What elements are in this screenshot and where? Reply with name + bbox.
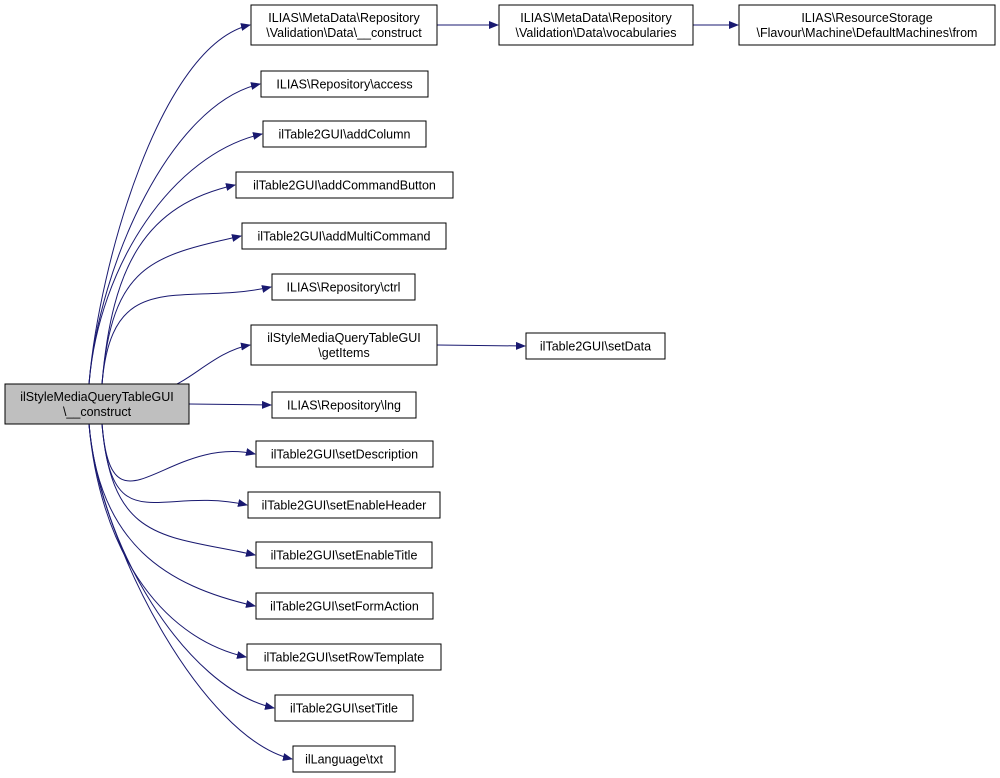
edge-root-to-get_items — [176, 342, 251, 385]
node-repo_lng[interactable]: ILIAS\Repository\lng — [271, 391, 417, 419]
node-box — [250, 324, 438, 366]
node-label-line: ilTable2GUI\setTitle — [290, 702, 398, 716]
node-box — [260, 70, 429, 98]
edge-root-to-set_desc — [101, 423, 256, 482]
node-add_cmd_btn[interactable]: ilTable2GUI\addCommandButton — [235, 171, 454, 199]
node-set_form_action[interactable]: ilTable2GUI\setFormAction — [255, 592, 434, 620]
node-box — [498, 4, 694, 46]
node-box — [271, 391, 417, 419]
edge-root-to-repo_lng — [188, 400, 272, 409]
edge-root-to-add_multi_cmd — [101, 234, 242, 385]
edge-root-to-add_column — [88, 132, 263, 385]
node-label-line: ilTable2GUI\setRowTemplate — [264, 651, 425, 665]
edge-root-to-repo_ctrl — [101, 285, 272, 385]
node-label-line: ilTable2GUI\setDescription — [271, 448, 418, 462]
node-label-line: \getItems — [318, 346, 369, 360]
node-label-line: ILIAS\MetaData\Repository — [520, 11, 672, 25]
node-label-line: \__construct — [63, 405, 132, 419]
edge-root-to-add_cmd_btn — [101, 183, 236, 385]
node-label-line: ilTable2GUI\setEnableTitle — [271, 549, 418, 563]
node-box — [738, 4, 996, 46]
node-label-line: ilTable2GUI\addColumn — [278, 128, 410, 142]
node-set_desc[interactable]: ilTable2GUI\setDescription — [255, 440, 434, 468]
node-set_enable_header[interactable]: ilTable2GUI\setEnableHeader — [247, 491, 441, 519]
node-label-line: \Flavour\Machine\DefaultMachines\from — [757, 26, 978, 40]
node-box — [271, 273, 416, 301]
edge-get_items-to-set_data — [436, 341, 526, 350]
edge-root-to-set_enable_title — [101, 423, 256, 557]
node-box — [255, 541, 433, 569]
node-label-line: ilStyleMediaQueryTableGUI — [20, 390, 174, 404]
node-box — [250, 4, 438, 46]
node-label-line: ILIAS\Repository\lng — [287, 399, 401, 413]
node-box — [292, 745, 396, 773]
node-label-line: ilLanguage\txt — [305, 753, 383, 767]
node-label-line: ilTable2GUI\addMultiCommand — [258, 230, 431, 244]
node-root[interactable]: ilStyleMediaQueryTableGUI\__construct — [4, 383, 190, 425]
node-label-line: \Validation\Data\vocabularies — [516, 26, 677, 40]
node-label-line: ilStyleMediaQueryTableGUI — [267, 331, 421, 345]
node-label-line: ILIAS\Repository\ctrl — [287, 281, 401, 295]
node-box — [274, 694, 414, 722]
node-label-line: ILIAS\MetaData\Repository — [268, 11, 420, 25]
node-add_column[interactable]: ilTable2GUI\addColumn — [262, 120, 427, 148]
node-set_title[interactable]: ilTable2GUI\setTitle — [274, 694, 414, 722]
edge-root-to-set_row_tpl — [88, 423, 247, 659]
node-label-line: \Validation\Data\__construct — [266, 26, 422, 40]
node-set_enable_title[interactable]: ilTable2GUI\setEnableTitle — [255, 541, 433, 569]
node-label-line: ilTable2GUI\setFormAction — [270, 600, 419, 614]
node-get_items[interactable]: ilStyleMediaQueryTableGUI\getItems — [250, 324, 438, 366]
node-add_multi_cmd[interactable]: ilTable2GUI\addMultiCommand — [241, 222, 447, 250]
node-lang_txt[interactable]: ilLanguage\txt — [292, 745, 396, 773]
node-box — [246, 643, 442, 671]
node-label-line: ilTable2GUI\addCommandButton — [253, 179, 436, 193]
node-label-line: ILIAS\ResourceStorage — [801, 11, 932, 25]
node-box — [247, 491, 441, 519]
node-md_vocab[interactable]: ILIAS\MetaData\Repository\Validation\Dat… — [498, 4, 694, 46]
node-repo_ctrl[interactable]: ILIAS\Repository\ctrl — [271, 273, 416, 301]
edge-root-to-lang_txt — [88, 423, 293, 761]
node-box — [241, 222, 447, 250]
node-set_row_tpl[interactable]: ilTable2GUI\setRowTemplate — [246, 643, 442, 671]
edge-root-to-set_title — [88, 423, 275, 710]
node-label-line: ilTable2GUI\setData — [540, 340, 651, 354]
node-label-line: ilTable2GUI\setEnableHeader — [262, 499, 427, 513]
node-md_construct[interactable]: ILIAS\MetaData\Repository\Validation\Dat… — [250, 4, 438, 46]
edge-root-to-md_construct — [88, 23, 251, 385]
edge-root-to-set_enable_header — [101, 423, 248, 507]
edges-layer — [88, 21, 739, 761]
node-box — [262, 120, 427, 148]
node-box — [4, 383, 190, 425]
node-box — [525, 332, 666, 360]
node-label-line: ILIAS\Repository\access — [276, 78, 412, 92]
node-rs_from[interactable]: ILIAS\ResourceStorage\Flavour\Machine\De… — [738, 4, 996, 46]
edge-root-to-repo_access — [88, 82, 261, 385]
node-box — [235, 171, 454, 199]
node-set_data[interactable]: ilTable2GUI\setData — [525, 332, 666, 360]
node-box — [255, 592, 434, 620]
nodes-layer: ilStyleMediaQueryTableGUI\__constructILI… — [4, 4, 996, 773]
node-repo_access[interactable]: ILIAS\Repository\access — [260, 70, 429, 98]
node-box — [255, 440, 434, 468]
